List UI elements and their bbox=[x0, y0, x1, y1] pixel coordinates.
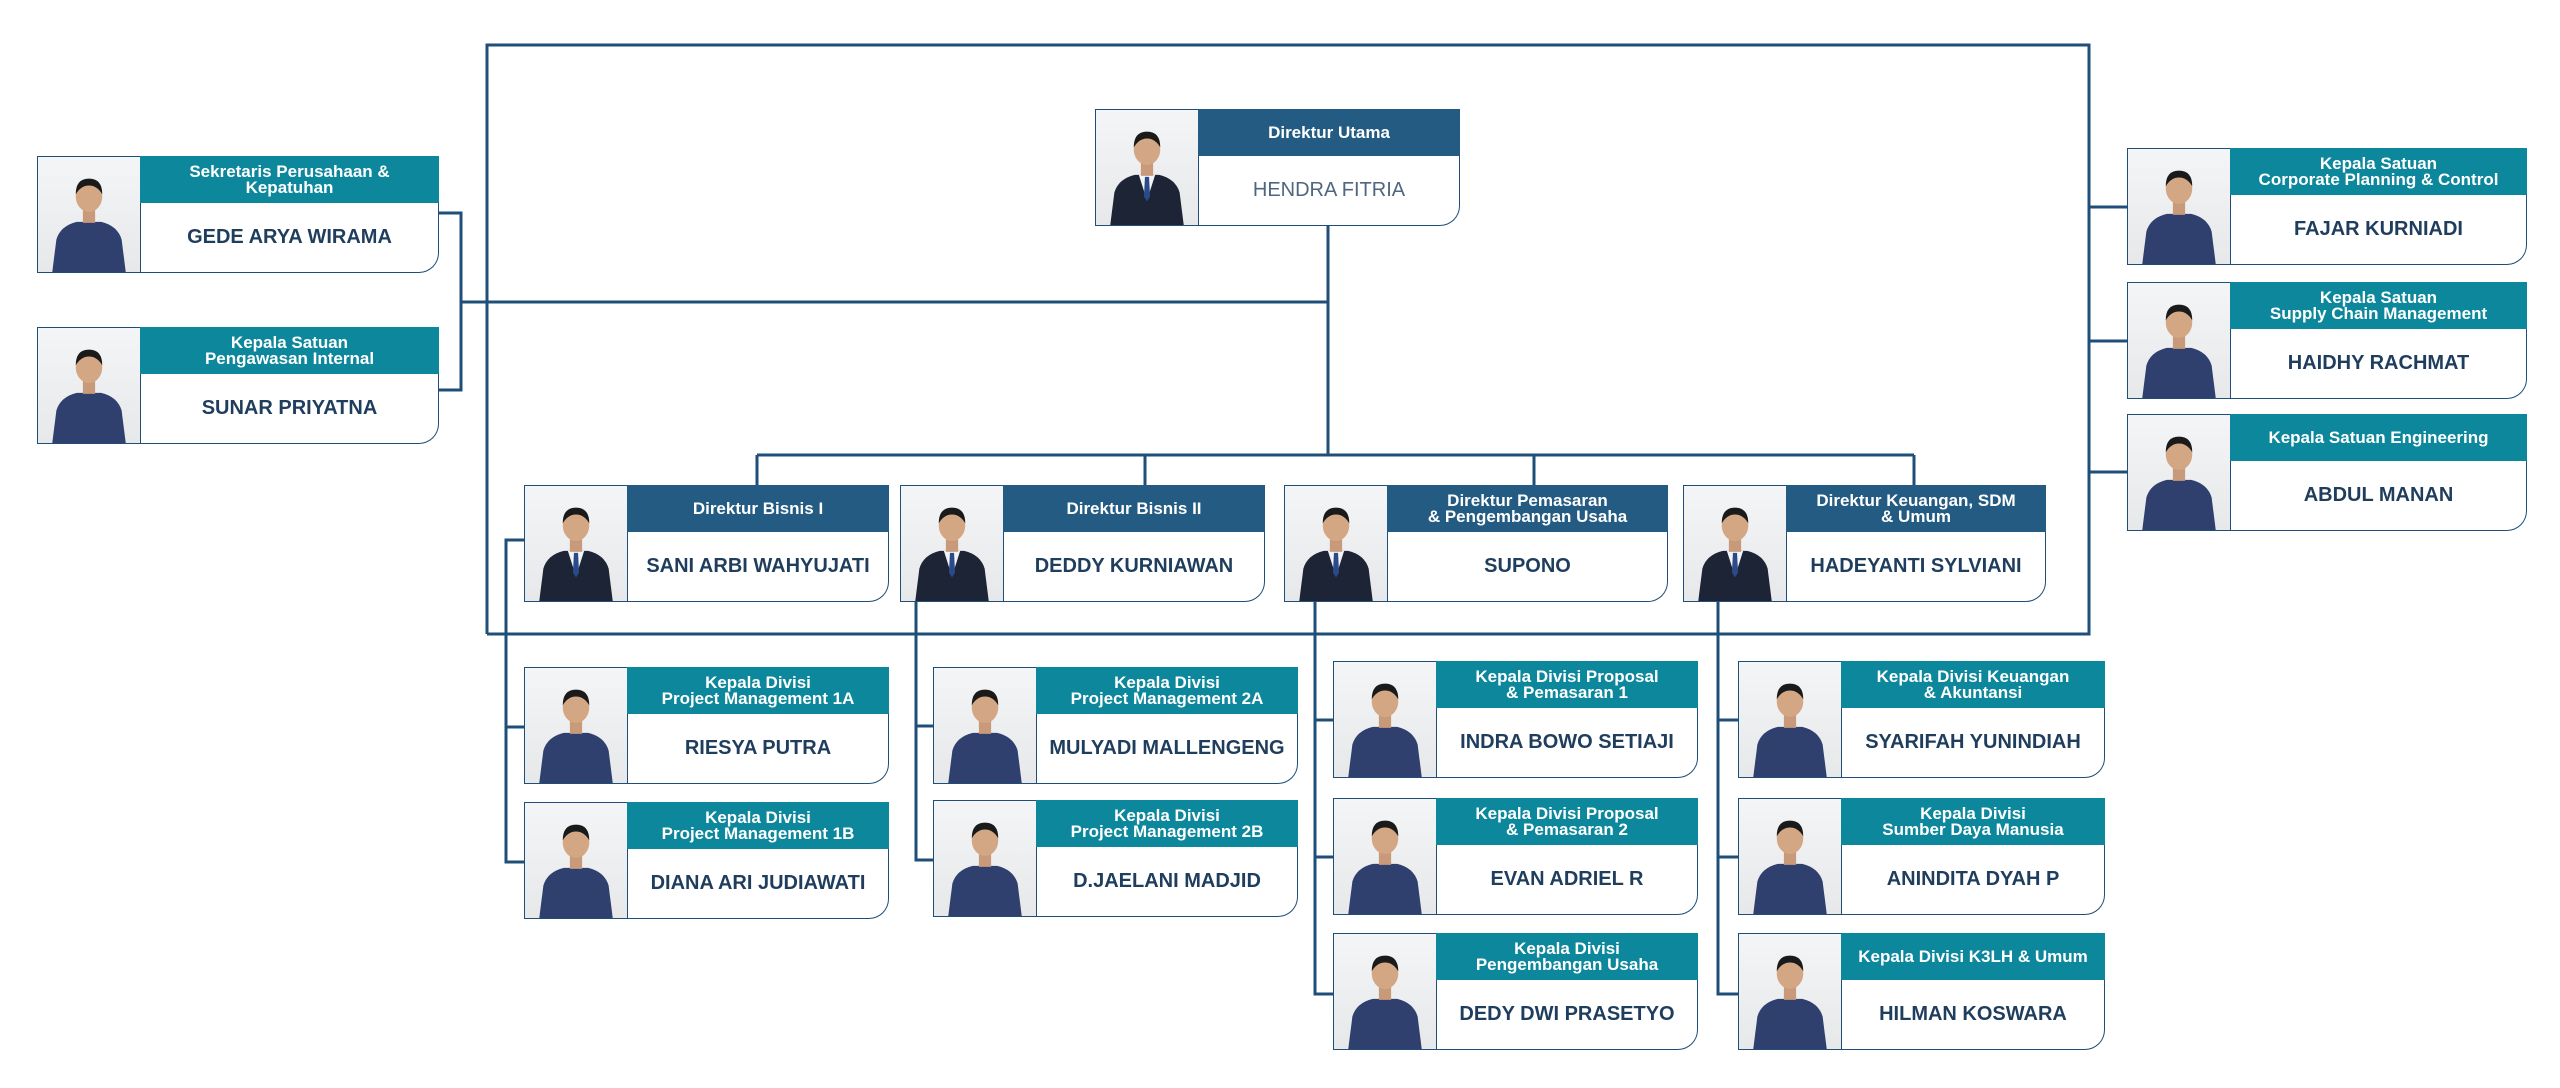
person-photo-icon bbox=[2127, 414, 2230, 531]
ceo-card: Direktur Utama HENDRA FITRIA bbox=[1095, 109, 1460, 226]
staff-card-right-3: Kepala Satuan Engineering ABDUL MANAN bbox=[2127, 414, 2527, 531]
person-photo-icon bbox=[1738, 798, 1841, 915]
position-title: Kepala Divisi Keuangan & Akuntansi bbox=[1841, 661, 2105, 708]
person-name: SUPONO bbox=[1387, 532, 1668, 602]
position-title: Kepala Divisi Project Management 2A bbox=[1036, 667, 1298, 714]
person-name: SUNAR PRIYATNA bbox=[140, 374, 439, 444]
position-title: Kepala Divisi Project Management 1A bbox=[627, 667, 889, 714]
person-photo-icon bbox=[1333, 798, 1436, 915]
staff-card-right-2: Kepala Satuan Supply Chain Management HA… bbox=[2127, 282, 2527, 399]
position-title: Kepala Divisi K3LH & Umum bbox=[1841, 933, 2105, 980]
division-card: Kepala Divisi Project Management 2B D.JA… bbox=[933, 800, 1298, 917]
person-name: HENDRA FITRIA bbox=[1198, 156, 1460, 226]
staff-card-left-1: Sekretaris Perusahaan & Kepatuhan GEDE A… bbox=[37, 156, 439, 273]
person-name: ANINDITA DYAH P bbox=[1841, 845, 2105, 915]
division-connector-3 bbox=[1313, 600, 1333, 996]
person-name: ABDUL MANAN bbox=[2230, 461, 2527, 531]
position-title: Kepala Divisi Project Management 2B bbox=[1036, 800, 1298, 847]
position-title: Direktur Bisnis I bbox=[627, 485, 889, 532]
person-photo-icon bbox=[2127, 282, 2230, 399]
person-name: HADEYANTI SYLVIANI bbox=[1786, 532, 2046, 602]
position-title: Kepala Satuan Pengawasan Internal bbox=[140, 327, 439, 374]
position-title: Direktur Bisnis II bbox=[1003, 485, 1265, 532]
person-name: MULYADI MALLENGENG bbox=[1036, 714, 1298, 784]
person-name: DIANA ARI JUDIAWATI bbox=[627, 849, 889, 919]
person-photo-icon bbox=[1333, 661, 1436, 778]
person-photo-icon bbox=[1738, 933, 1841, 1050]
division-card: Kepala Divisi K3LH & Umum HILMAN KOSWARA bbox=[1738, 933, 2105, 1050]
staff-card-left-2: Kepala Satuan Pengawasan Internal SUNAR … bbox=[37, 327, 439, 444]
person-photo-icon bbox=[524, 802, 627, 919]
division-card: Kepala Divisi Pengembangan Usaha DEDY DW… bbox=[1333, 933, 1698, 1050]
position-title: Kepala Divisi Proposal & Pemasaran 2 bbox=[1436, 798, 1698, 845]
division-card: Kepala Divisi Project Management 1B DIAN… bbox=[524, 802, 889, 919]
person-name: DEDY DWI PRASETYO bbox=[1436, 980, 1698, 1050]
division-connector-4 bbox=[1716, 600, 1738, 996]
person-photo-icon bbox=[524, 667, 627, 784]
person-photo-icon bbox=[1738, 661, 1841, 778]
person-name: DEDDY KURNIAWAN bbox=[1003, 532, 1265, 602]
position-title: Kepala Divisi Project Management 1B bbox=[627, 802, 889, 849]
person-name: GEDE ARYA WIRAMA bbox=[140, 203, 439, 273]
division-card: Kepala Divisi Proposal & Pemasaran 1 IND… bbox=[1333, 661, 1698, 778]
division-card: Kepala Divisi Keuangan & Akuntansi SYARI… bbox=[1738, 661, 2105, 778]
position-title: Direktur Pemasaran & Pengembangan Usaha bbox=[1387, 485, 1668, 532]
position-title: Direktur Utama bbox=[1198, 109, 1460, 156]
person-photo-icon bbox=[900, 485, 1003, 602]
division-card: Kepala Divisi Project Management 2A MULY… bbox=[933, 667, 1298, 784]
staff-card-right-1: Kepala Satuan Corporate Planning & Contr… bbox=[2127, 148, 2527, 265]
director-card-2: Direktur Bisnis II DEDDY KURNIAWAN bbox=[900, 485, 1265, 602]
person-photo-icon bbox=[524, 485, 627, 602]
position-title: Kepala Divisi Pengembangan Usaha bbox=[1436, 933, 1698, 980]
position-title: Kepala Satuan Corporate Planning & Contr… bbox=[2230, 148, 2527, 195]
person-name: D.JAELANI MADJID bbox=[1036, 847, 1298, 917]
position-title: Direktur Keuangan, SDM & Umum bbox=[1786, 485, 2046, 532]
person-name: SYARIFAH YUNINDIAH bbox=[1841, 708, 2105, 778]
person-photo-icon bbox=[1333, 933, 1436, 1050]
person-photo-icon bbox=[933, 667, 1036, 784]
person-name: SANI ARBI WAHYUJATI bbox=[627, 532, 889, 602]
person-photo-icon bbox=[37, 156, 140, 273]
director-card-4: Direktur Keuangan, SDM & Umum HADEYANTI … bbox=[1683, 485, 2046, 602]
person-photo-icon bbox=[1683, 485, 1786, 602]
person-name: FAJAR KURNIADI bbox=[2230, 195, 2527, 265]
person-photo-icon bbox=[2127, 148, 2230, 265]
division-connector-1 bbox=[504, 538, 540, 864]
person-photo-icon bbox=[37, 327, 140, 444]
position-title: Kepala Satuan Supply Chain Management bbox=[2230, 282, 2527, 329]
person-name: INDRA BOWO SETIAJI bbox=[1436, 708, 1698, 778]
person-name: EVAN ADRIEL R bbox=[1436, 845, 1698, 915]
person-photo-icon bbox=[1284, 485, 1387, 602]
person-name: HAIDHY RACHMAT bbox=[2230, 329, 2527, 399]
division-card: Kepala Divisi Sumber Daya Manusia ANINDI… bbox=[1738, 798, 2105, 915]
position-title: Sekretaris Perusahaan & Kepatuhan bbox=[140, 156, 439, 203]
division-card: Kepala Divisi Project Management 1A RIES… bbox=[524, 667, 889, 784]
person-name: RIESYA PUTRA bbox=[627, 714, 889, 784]
director-card-3: Direktur Pemasaran & Pengembangan Usaha … bbox=[1284, 485, 1668, 602]
person-name: HILMAN KOSWARA bbox=[1841, 980, 2105, 1050]
director-card-1: Direktur Bisnis I SANI ARBI WAHYUJATI bbox=[524, 485, 889, 602]
division-card: Kepala Divisi Proposal & Pemasaran 2 EVA… bbox=[1333, 798, 1698, 915]
position-title: Kepala Divisi Proposal & Pemasaran 1 bbox=[1436, 661, 1698, 708]
board-frame bbox=[485, 43, 2091, 636]
position-title: Kepala Satuan Engineering bbox=[2230, 414, 2527, 461]
person-photo-icon bbox=[933, 800, 1036, 917]
person-photo-icon bbox=[1095, 109, 1198, 226]
position-title: Kepala Divisi Sumber Daya Manusia bbox=[1841, 798, 2105, 845]
